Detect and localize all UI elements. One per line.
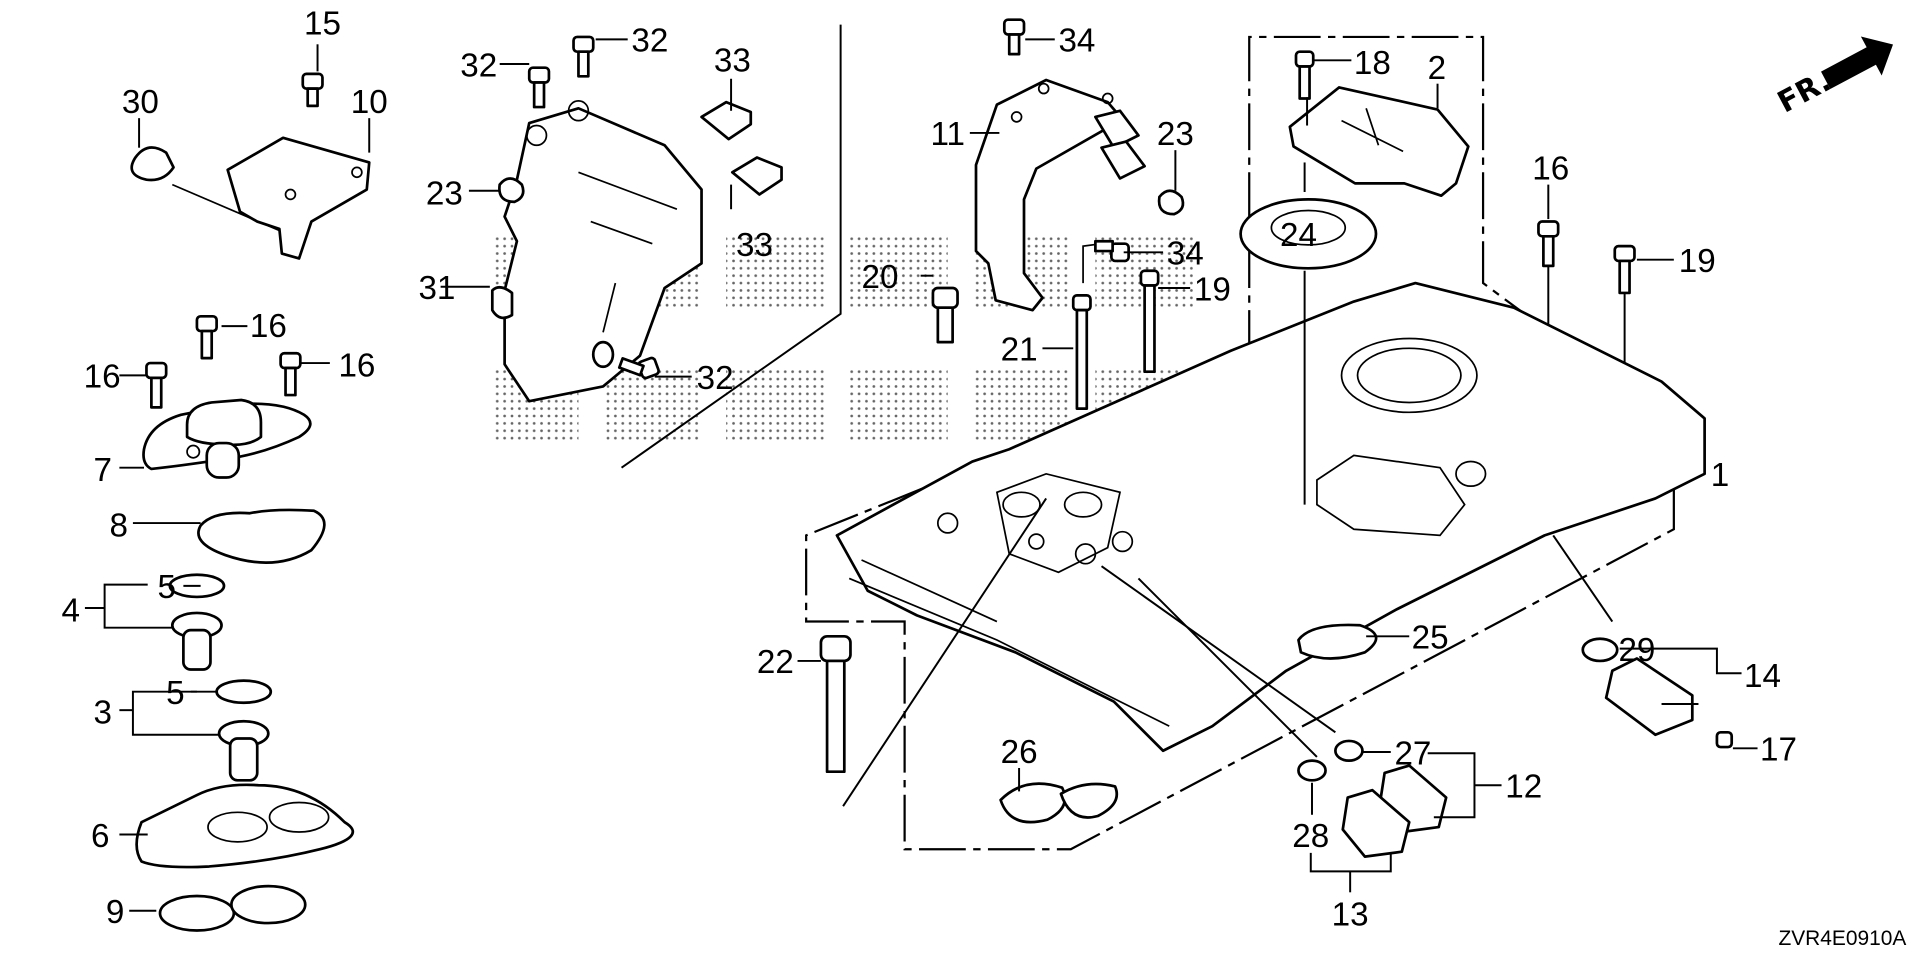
callout-4[interactable]: 4: [62, 593, 80, 630]
callout-23[interactable]: 23: [1157, 116, 1194, 153]
callout-16[interactable]: 16: [250, 308, 287, 345]
callout-21[interactable]: 21: [1001, 332, 1038, 369]
callout-29[interactable]: 29: [1618, 632, 1655, 669]
callout-23[interactable]: 23: [426, 175, 463, 212]
callout-1[interactable]: 1: [1711, 457, 1729, 494]
callout-19[interactable]: 19: [1679, 243, 1716, 280]
callout-14[interactable]: 14: [1744, 658, 1781, 695]
callout-32[interactable]: 32: [697, 360, 734, 397]
water-outlet-7: [142, 398, 312, 479]
sensor-14: [1581, 637, 1734, 749]
bolt-22: [819, 634, 852, 774]
callout-9[interactable]: 9: [106, 894, 124, 931]
connectors-33: [700, 100, 783, 196]
callout-10[interactable]: 10: [351, 84, 388, 121]
callout-8[interactable]: 8: [110, 508, 128, 545]
case-1: [835, 281, 1706, 753]
callout-16[interactable]: 16: [1532, 151, 1569, 188]
callout-25[interactable]: 25: [1412, 620, 1449, 657]
clamp-23-left: [498, 177, 525, 204]
callout-32[interactable]: 32: [460, 47, 497, 84]
o-rings-9: [158, 884, 307, 932]
callout-2[interactable]: 2: [1428, 50, 1446, 87]
callout-30[interactable]: 30: [122, 84, 159, 121]
bracket-11: [974, 78, 1146, 312]
cover-2: [1288, 86, 1470, 198]
callout-33[interactable]: 33: [736, 227, 773, 264]
callout-7[interactable]: 7: [94, 452, 112, 489]
diagram-code: ZVR4E0910A: [1778, 927, 1906, 950]
bolt-15: [301, 72, 324, 108]
hose-clamp-30: [130, 146, 302, 241]
thermostat-4: [168, 573, 226, 671]
bolts-34: [1002, 18, 1130, 263]
callout-26[interactable]: 26: [1001, 734, 1038, 771]
callout-32[interactable]: 32: [631, 23, 668, 60]
sensor-13: [1297, 759, 1411, 858]
front-direction-indicator: FR.: [1772, 36, 1894, 119]
callout-labels: 15 30 10 16 16 16 7 8 4 5 3 5 6 9 32 32 …: [62, 5, 1797, 933]
bolts-20-21-19: [931, 269, 1160, 410]
leader-lines: [84, 38, 1758, 912]
callout-15[interactable]: 15: [304, 5, 341, 42]
clip-31: [490, 285, 514, 320]
callout-11[interactable]: 11: [930, 116, 964, 153]
callout-34[interactable]: 34: [1167, 236, 1204, 273]
callout-13[interactable]: 13: [1332, 897, 1369, 934]
callout-22[interactable]: 22: [757, 644, 794, 681]
bracket-10: [226, 136, 371, 260]
callout-12[interactable]: 12: [1505, 769, 1542, 806]
callout-6[interactable]: 6: [91, 818, 109, 855]
callout-24[interactable]: 24: [1280, 217, 1317, 254]
callout-33[interactable]: 33: [714, 42, 751, 79]
thermostat-cover-6: [135, 783, 355, 869]
callout-34[interactable]: 34: [1058, 23, 1095, 60]
bolt-18: [1294, 50, 1315, 100]
callout-19[interactable]: 19: [1194, 271, 1231, 308]
callout-5[interactable]: 5: [166, 675, 184, 712]
gasket-26: [999, 782, 1119, 824]
callout-3[interactable]: 3: [94, 695, 112, 732]
callout-27[interactable]: 27: [1394, 735, 1431, 772]
callout-20[interactable]: 20: [862, 259, 899, 296]
callout-17[interactable]: 17: [1760, 732, 1797, 769]
seal-24: [1239, 198, 1378, 270]
bolts-16-left: [145, 314, 302, 409]
clamp-23-right: [1157, 189, 1185, 216]
callout-28[interactable]: 28: [1292, 818, 1329, 855]
bolts-32: [527, 35, 660, 380]
gasket-8: [197, 508, 326, 564]
front-arrow-icon: [1821, 36, 1894, 89]
callout-31[interactable]: 31: [418, 270, 455, 307]
thermostat-3: [215, 679, 273, 782]
callout-18[interactable]: 18: [1354, 45, 1391, 82]
callout-16[interactable]: 16: [84, 359, 121, 396]
callout-5[interactable]: 5: [158, 569, 176, 606]
callout-16[interactable]: 16: [338, 348, 375, 385]
cover-31: [503, 100, 703, 403]
gasket-25: [1297, 623, 1378, 660]
